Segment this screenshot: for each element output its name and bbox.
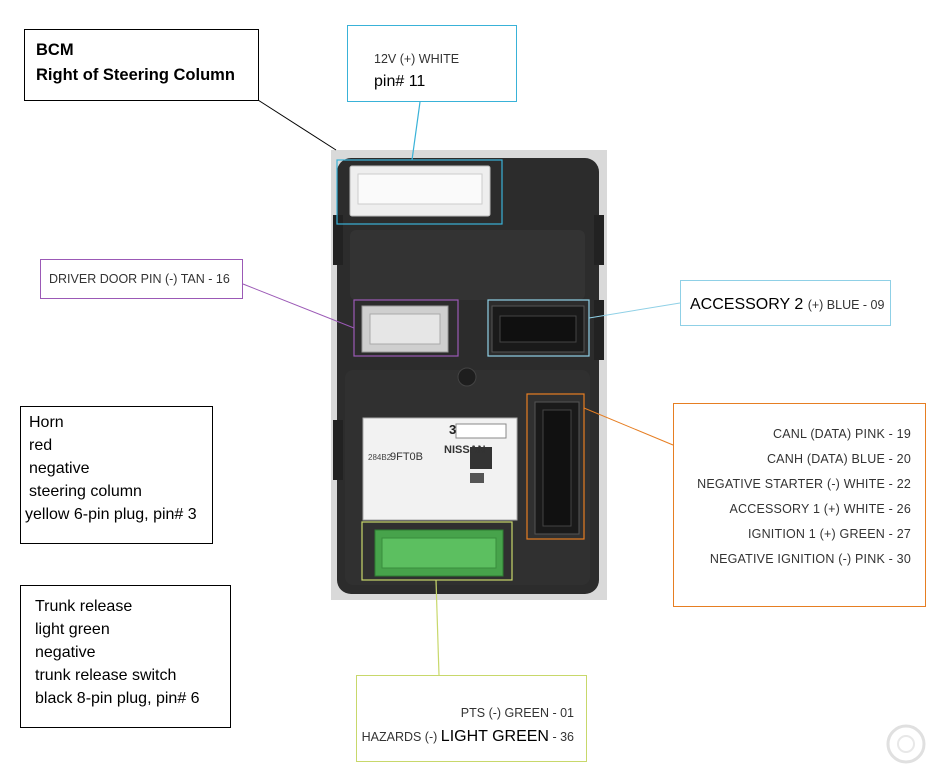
horn-line: steering column <box>29 483 142 500</box>
can-line: ACCESSORY 1 (+) WHITE - 26 <box>729 502 911 516</box>
horn-line: red <box>29 437 53 454</box>
label-brand: NISSAN <box>444 444 486 456</box>
callout-pin11: 12V (+) WHITE pin# 11 <box>347 25 517 102</box>
callout-accessory2: ACCESSORY 2 (+) BLUE - 09 <box>680 280 891 326</box>
hazards-pin: - 36 <box>552 730 574 744</box>
trunk-line: trunk release switch <box>35 667 177 684</box>
trunk-line: black 8-pin plug, pin# 6 <box>35 690 200 707</box>
hazards-color: LIGHT GREEN <box>440 728 549 745</box>
hazards-line: HAZARDS (-) LIGHT GREEN - 36 <box>357 725 574 749</box>
pts-line: PTS (-) GREEN - 01 <box>460 706 574 720</box>
leader-driver-door <box>242 283 355 329</box>
label-part-number: 9FT0B <box>390 451 423 463</box>
leader-pin11 <box>411 101 421 161</box>
can-line: NEGATIVE STARTER (-) WHITE - 22 <box>697 477 911 491</box>
bcm-location: Right of Steering Column <box>36 66 235 84</box>
can-line: CANL (DATA) PINK - 19 <box>772 427 911 441</box>
pin11-wire: 12V (+) WHITE <box>374 52 460 66</box>
can-line: NEGATIVE IGNITION (-) PINK - 30 <box>709 552 911 566</box>
module-label-sticker <box>362 417 518 521</box>
bcm-title: BCM <box>36 41 74 59</box>
callout-can-group: CANL (DATA) PINK - 19 CANH (DATA) BLUE -… <box>673 403 926 607</box>
hazards-label: HAZARDS (-) <box>361 730 438 744</box>
horn-line: negative <box>29 460 90 477</box>
horn-line: yellow 6-pin plug, pin# 3 <box>25 506 197 523</box>
black-connector-vertical <box>534 401 580 535</box>
can-line: CANH (DATA) BLUE - 20 <box>766 452 911 466</box>
highlight-pin11 <box>336 159 503 225</box>
highlight-accessory2 <box>487 299 590 357</box>
watermark-logo <box>886 724 926 764</box>
leader-bcm <box>257 99 337 151</box>
callout-trunk-release: Trunk release light green negative trunk… <box>20 585 231 728</box>
black-connector-accessory <box>491 305 585 353</box>
trunk-line: negative <box>35 644 96 661</box>
bcm-title-box: BCM Right of Steering Column <box>24 29 259 101</box>
trunk-line: Trunk release <box>35 598 133 615</box>
highlight-pts-group <box>361 521 513 581</box>
accessory2-wire: (+) BLUE - 09 <box>807 298 885 312</box>
white-connector-top <box>349 165 491 217</box>
leader-can-group <box>583 407 674 446</box>
accessory2-title: ACCESSORY 2 <box>690 296 804 313</box>
gray-connector-door <box>361 305 449 353</box>
callout-driver-door: DRIVER DOOR PIN (-) TAN - 16 <box>40 259 243 299</box>
label-prefix: 284B2 <box>368 453 392 462</box>
leader-pts-group <box>435 579 440 676</box>
can-line: IGNITION 1 (+) GREEN - 27 <box>747 527 911 541</box>
label-number: 3 <box>449 422 456 437</box>
pin11-number: pin# 11 <box>374 73 426 90</box>
green-connector-bottom <box>374 529 504 577</box>
callout-pts-group: PTS (-) GREEN - 01 HAZARDS (-) LIGHT GRE… <box>356 675 587 762</box>
highlight-can-group <box>526 393 585 540</box>
trunk-line: light green <box>35 621 110 638</box>
callout-horn: Horn red negative steering column yellow… <box>20 406 213 544</box>
leader-accessory2 <box>588 302 681 319</box>
horn-line: Horn <box>29 414 64 431</box>
